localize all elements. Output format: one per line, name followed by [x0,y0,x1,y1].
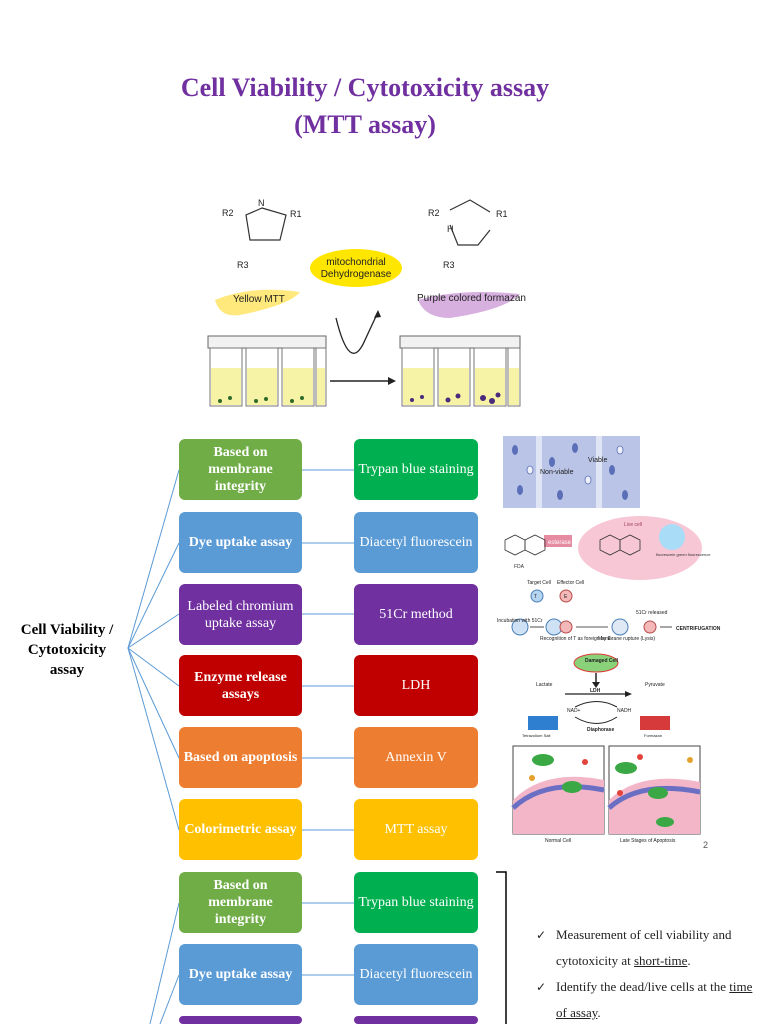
enzyme-line2: Dehydrogenase [321,269,392,280]
label-non-viable: Non-viable [540,469,574,476]
wells-yellow [207,335,327,407]
bullet-1-end: . [687,953,691,968]
label-live-cell: Live cell [624,522,642,528]
label-purple-formazan: Purple colored formazan [417,293,526,304]
label-esterase: esterase [548,540,572,546]
label-normal-cell: Normal Cell [545,838,571,844]
label-viable: Viable [588,457,607,464]
label-r2-left: R2 [222,208,234,218]
label-centrifugation: CENTRIFUGATION [676,626,721,632]
label-recognition: Recognition of T as foreign by E [540,636,612,642]
label-n-left: N [258,198,265,208]
page-subtitle: (MTT assay) [294,110,436,139]
yellow-swash [215,289,300,316]
label-target-cell: Target Cell [527,580,551,586]
method-trypan-blue: Trypan blue staining [354,439,478,500]
label-rupture: Membrane rupture (Lysis) [598,636,655,642]
bullet-2-underline: time of assay [556,979,753,1020]
label-damaged-cell: Damaged Cell [585,658,619,664]
root-label: Cell Viability / Cytotoxicity assay [4,620,130,680]
label-yellow-mtt: Yellow MTT [233,294,285,305]
method-annexin-v: Annexin V [354,727,478,788]
category-dye-uptake: Dye uptake assay [179,512,302,573]
label-fda: FDA [514,564,525,570]
label-r1-right: R1 [496,209,508,219]
category-partial-3 [179,1016,302,1024]
enzyme-badge [310,249,402,287]
label-lactate: Lactate [536,682,553,688]
formazan-structure [449,199,491,246]
bracket [496,871,507,1024]
bullet-1-text: Measurement of cell viability and cytoto… [556,927,732,968]
label-r3-left: R3 [237,260,249,270]
apoptosis-image: Normal Cell Late Stages of Apoptosis [511,745,701,844]
label-late-apoptosis: Late Stages of Apoptosis [620,838,676,844]
label-r1-left: R1 [290,209,302,219]
category-colorimetric: Colorimetric assay [179,799,302,860]
method-diacetyl-fluorescein: Diacetyl fluorescein [354,512,478,573]
purple-swash [418,292,520,318]
label-r3-right: R3 [443,260,455,270]
label-pyruvate: Pyruvate [645,682,665,688]
page-number: 2 [703,840,709,850]
method-partial-3 [354,1016,478,1024]
label-e: E [564,594,568,600]
bullet-2-text: Identify the dead/live cells at the [556,979,730,994]
method-51cr: 51Cr method [354,584,478,645]
category-membrane-integrity-2: Based on membrane integrity [179,872,302,933]
label-cr-released: 51Cr released [636,610,668,616]
bullet-item-2: Identify the dead/live cells at the time… [536,974,758,1026]
trypan-image: Viable Non-viable [503,436,640,508]
method-diacetyl-fluorescein-2: Diacetyl fluorescein [354,944,478,1005]
ldh-image: Damaged Cell Lactate Pyruvate LDH NAD+ N… [522,653,670,738]
cr-release-image: Target Cell Effector Cell T E Incubation… [497,580,721,642]
bullet-1-underline: short-time [633,953,688,968]
label-t: T [534,594,537,600]
label-formazan: Formazan [644,733,662,738]
tree-connectors [127,469,354,1024]
label-effector-cell: Effector Cell [557,580,584,586]
method-trypan-blue-2: Trypan blue staining [354,872,478,933]
category-enzyme-release: Enzyme release assays [179,655,302,716]
page-title: Cell Viability / Cytotoxicity assay [180,73,550,102]
wells-purple [399,335,521,407]
root-label-line3: assay [49,662,85,678]
fda-image: esterase Live cell FDA fluorescein green… [504,516,711,580]
reaction-curve [335,311,379,354]
method-mtt: MTT assay [354,799,478,860]
bullet-list: Measurement of cell viability and cytoto… [536,922,758,1026]
label-nadh: NADH [617,708,632,714]
category-chromium-uptake: Labeled chromium uptake assay [179,584,302,645]
label-nad: NAD+ [567,708,581,714]
root-label-line2: Cytotoxicity [27,642,107,658]
category-membrane-integrity: Based on membrane integrity [179,439,302,500]
label-incubation: Incubation with 51Cr [497,618,543,624]
label-fluorescein: fluorescein green fluorescence [656,552,711,557]
bullet-2-end: . [597,1005,601,1020]
label-ldh-enzyme: LDH [590,688,601,694]
label-tetrazolium: Tetrazolium Salt [522,733,551,738]
mtt-structure-left [245,207,287,241]
label-h-right: H [447,224,454,234]
category-dye-uptake-2: Dye uptake assay [179,944,302,1005]
category-apoptosis: Based on apoptosis [179,727,302,788]
root-label-line1: Cell Viability / [20,622,114,638]
method-ldh: LDH [354,655,478,716]
label-diaphorase: Diaphorase [587,727,614,733]
bullet-item-1: Measurement of cell viability and cytoto… [536,922,758,974]
label-r2-right: R2 [428,208,440,218]
enzyme-line1: mitochondrial [326,257,385,268]
